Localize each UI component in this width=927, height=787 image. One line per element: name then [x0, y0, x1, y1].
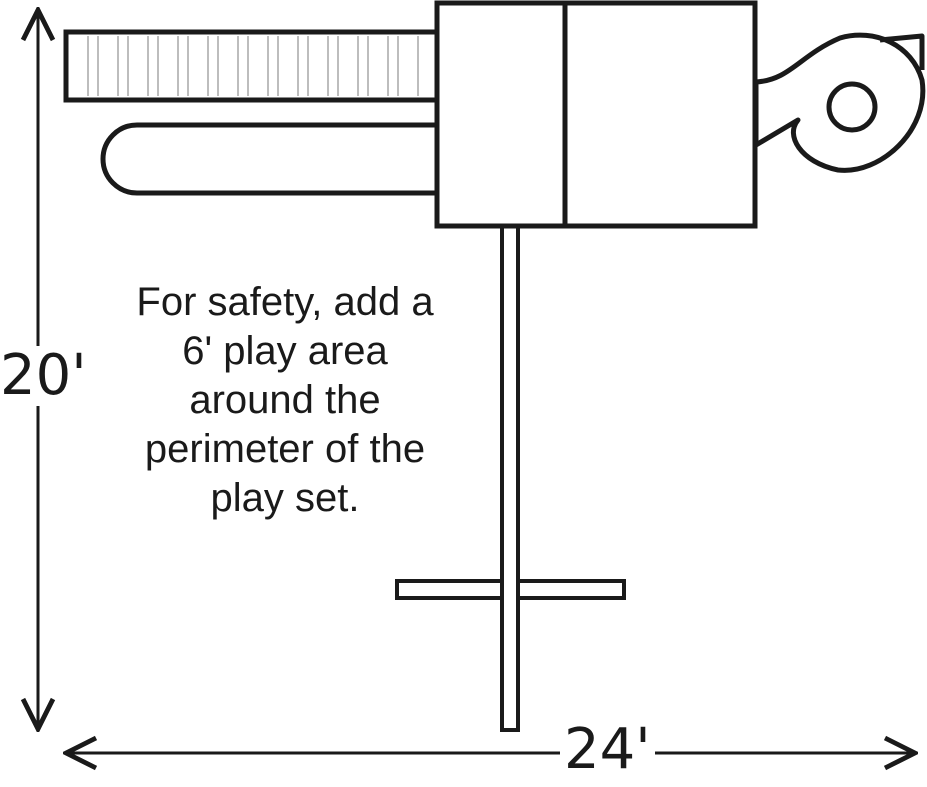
safety-note-line: For safety, add a — [136, 280, 434, 324]
play-deck — [434, 0, 758, 229]
safety-note-line: perimeter of the — [144, 427, 426, 471]
safety-note: For safety, add a 6' play area around th… — [100, 278, 470, 523]
ladder-rungs — [87, 36, 419, 96]
safety-note-line: play set. — [210, 476, 360, 520]
spiral-slide — [753, 32, 926, 173]
ladder — [63, 29, 441, 103]
width-dimension-label: 24' — [560, 722, 655, 778]
safety-note-line: 6' play area — [182, 329, 388, 373]
straight-slide — [100, 122, 438, 196]
height-dimension-label: 20' — [0, 343, 87, 408]
swing-beam — [500, 224, 520, 732]
safety-note-line: around the — [189, 378, 381, 422]
a-frame-crossbar — [395, 579, 626, 600]
